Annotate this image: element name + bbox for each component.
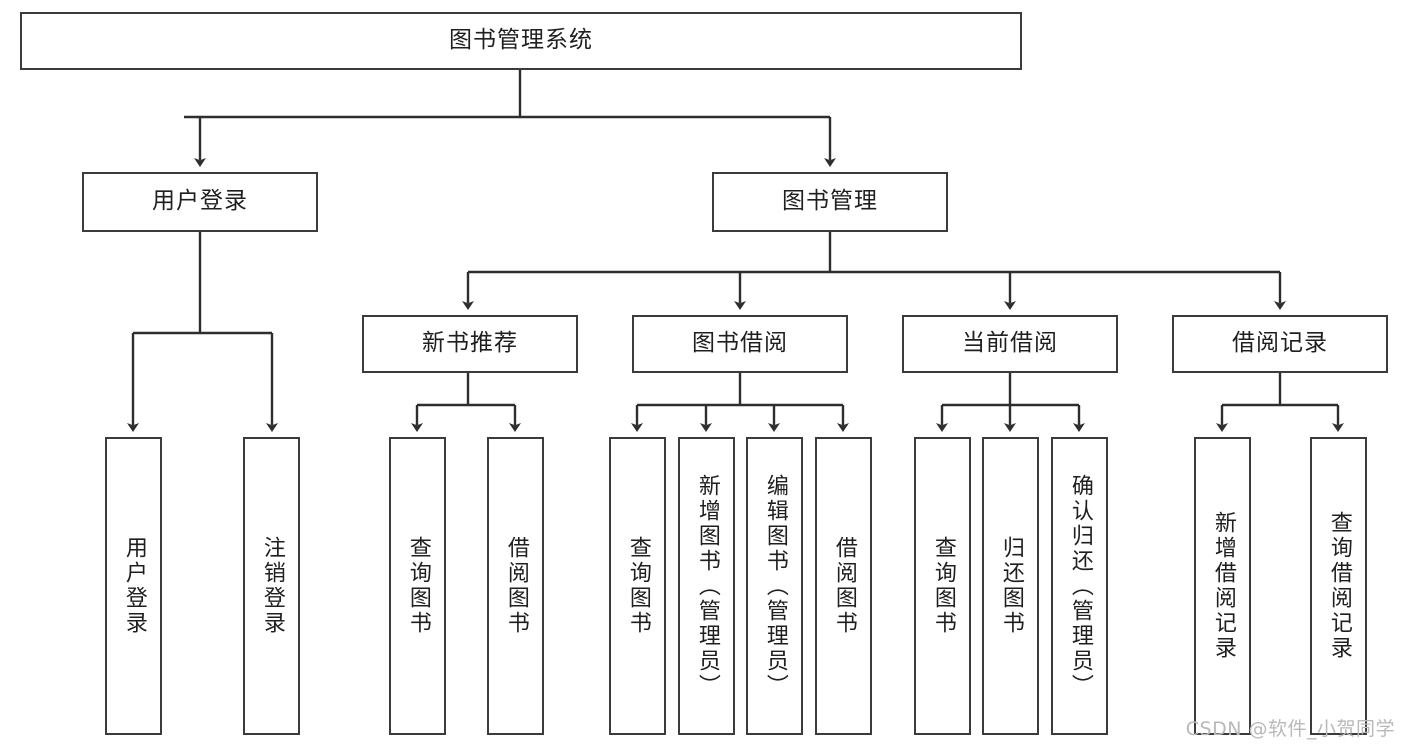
leaf-borrow-edit-book-admin[interactable]: 编辑图书（管理员）	[746, 437, 803, 735]
leaf-newbook-query-book-label: 查询图书	[405, 536, 431, 636]
node-new-book-recommend-label: 新书推荐	[422, 330, 518, 357]
leaf-current-confirm-return-admin[interactable]: 确认归还（管理员）	[1051, 437, 1108, 735]
leaf-record-add-record-label: 新增借阅记录	[1210, 511, 1236, 661]
node-current-borrow[interactable]: 当前借阅	[902, 315, 1118, 373]
node-borrow-record[interactable]: 借阅记录	[1172, 315, 1388, 373]
leaf-borrow-borrow-book[interactable]: 借阅图书	[815, 437, 872, 735]
leaf-newbook-borrow-book[interactable]: 借阅图书	[487, 437, 544, 735]
node-book-borrow[interactable]: 图书借阅	[632, 315, 848, 373]
leaf-record-query-record[interactable]: 查询借阅记录	[1310, 437, 1367, 735]
leaf-current-query-book-label: 查询图书	[930, 536, 956, 636]
leaf-user-login-signout[interactable]: 注销登录	[243, 437, 300, 735]
leaf-current-confirm-return-admin-label: 确认归还（管理员）	[1067, 473, 1093, 699]
leaf-borrow-add-book-admin[interactable]: 新增图书（管理员）	[678, 437, 735, 735]
node-book-borrow-label: 图书借阅	[692, 330, 788, 357]
leaf-current-return-book[interactable]: 归还图书	[982, 437, 1039, 735]
node-current-borrow-label: 当前借阅	[962, 330, 1058, 357]
node-new-book-recommend[interactable]: 新书推荐	[362, 315, 578, 373]
leaf-borrow-query-book[interactable]: 查询图书	[609, 437, 666, 735]
leaf-borrow-query-book-label: 查询图书	[625, 536, 651, 636]
leaf-borrow-edit-book-admin-label: 编辑图书（管理员）	[762, 473, 788, 699]
leaf-newbook-borrow-book-label: 借阅图书	[503, 536, 529, 636]
node-book-management-label: 图书管理	[782, 188, 878, 215]
leaf-current-return-book-label: 归还图书	[998, 536, 1024, 636]
node-borrow-record-label: 借阅记录	[1232, 330, 1328, 357]
leaf-user-login-signin[interactable]: 用户登录	[105, 437, 162, 735]
leaf-record-query-record-label: 查询借阅记录	[1326, 511, 1352, 661]
node-user-login-label: 用户登录	[152, 188, 248, 215]
leaf-borrow-borrow-book-label: 借阅图书	[831, 536, 857, 636]
leaf-record-add-record[interactable]: 新增借阅记录	[1194, 437, 1251, 735]
leaf-user-login-signout-label: 注销登录	[259, 536, 285, 636]
node-root-system-label: 图书管理系统	[449, 27, 593, 54]
node-root-system[interactable]: 图书管理系统	[20, 12, 1022, 70]
leaf-current-query-book[interactable]: 查询图书	[914, 437, 971, 735]
leaf-user-login-signin-label: 用户登录	[121, 536, 147, 636]
leaf-newbook-query-book[interactable]: 查询图书	[389, 437, 446, 735]
node-book-management[interactable]: 图书管理	[712, 172, 948, 232]
node-user-login[interactable]: 用户登录	[82, 172, 318, 232]
watermark-text: CSDN @软件_小贺同学	[1185, 718, 1395, 740]
leaf-borrow-add-book-admin-label: 新增图书（管理员）	[694, 473, 720, 699]
